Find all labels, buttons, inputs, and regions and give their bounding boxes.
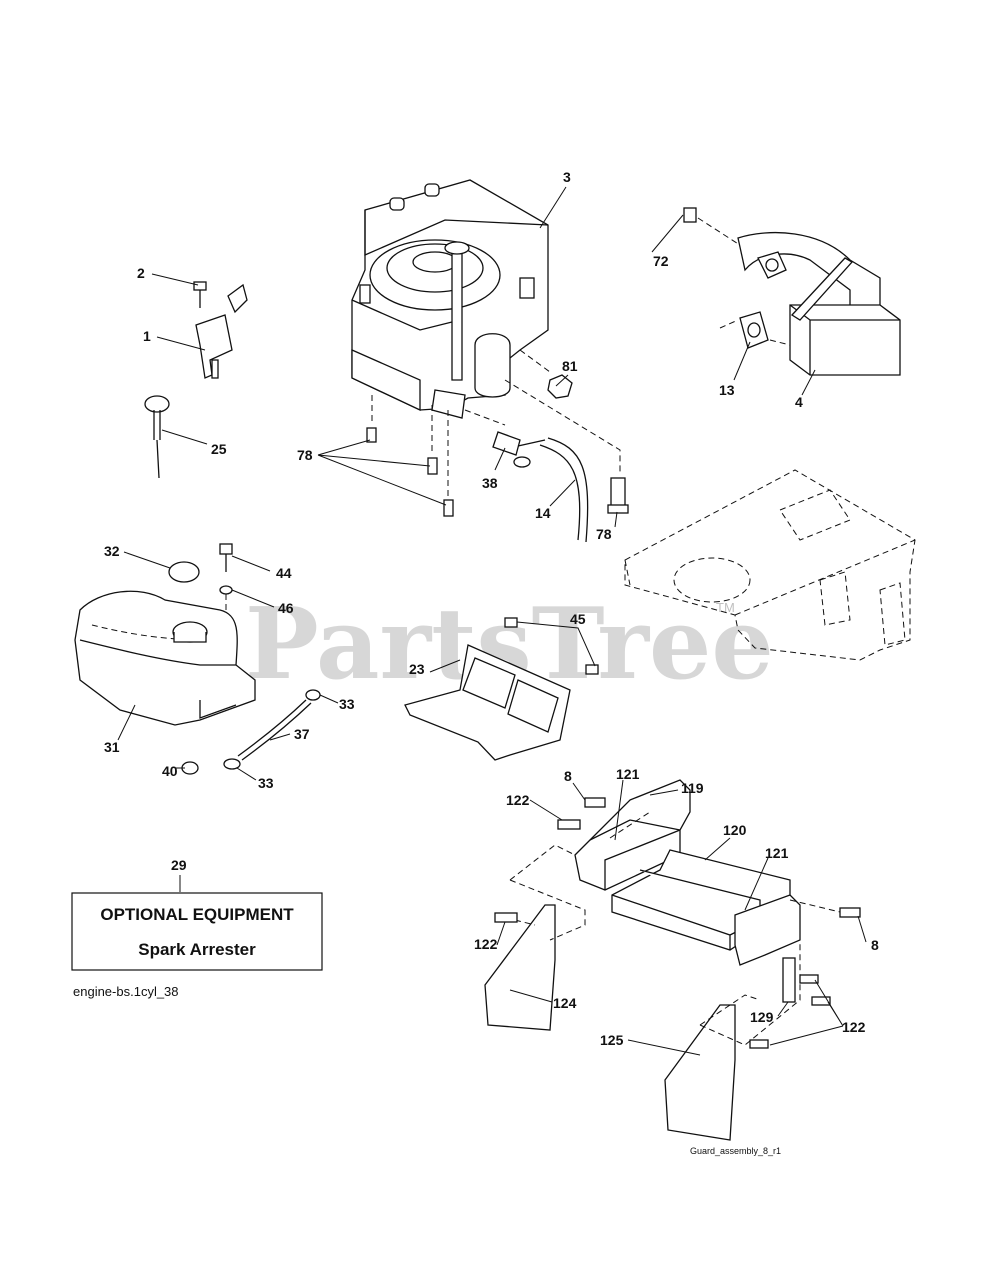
bolt-78-group[interactable] <box>366 427 629 517</box>
callout-129: 129 <box>750 1009 774 1025</box>
callout-45: 45 <box>570 611 586 627</box>
bolt-122c-group[interactable] <box>749 974 831 1049</box>
guard-caption: Guard_assembly_8_r1 <box>690 1146 781 1156</box>
callout-120: 120 <box>723 822 747 838</box>
bolt-44[interactable] <box>219 543 233 572</box>
washer-46[interactable] <box>219 585 233 595</box>
callout-121b: 121 <box>765 845 789 861</box>
engine-part[interactable] <box>351 179 549 419</box>
callout-125: 125 <box>600 1032 624 1048</box>
callout-4: 4 <box>795 394 803 410</box>
callout-37: 37 <box>294 726 310 742</box>
optional-equipment-title: OPTIONAL EQUIPMENT <box>100 905 294 924</box>
callout-122b: 122 <box>474 936 498 952</box>
callout-124: 124 <box>553 995 577 1011</box>
callout-78b: 78 <box>596 526 612 542</box>
heat-shield-23[interactable] <box>404 644 571 761</box>
callout-121a: 121 <box>616 766 640 782</box>
callout-31: 31 <box>104 739 120 755</box>
callout-33b: 33 <box>258 775 274 791</box>
watermark-tm: TM <box>716 600 735 615</box>
choke-knob-25[interactable] <box>144 395 170 479</box>
callout-119: 119 <box>681 780 704 796</box>
bolt-8b[interactable] <box>839 907 861 918</box>
tractor-frame <box>624 469 916 661</box>
callout-13: 13 <box>719 382 735 398</box>
fuel-filter-38[interactable] <box>492 431 546 468</box>
bolt-8a[interactable] <box>584 797 606 808</box>
clamp-33a[interactable] <box>305 689 321 701</box>
screw-2[interactable] <box>193 281 207 308</box>
engine-dashed-lines <box>371 349 621 500</box>
callout-32: 32 <box>104 543 120 559</box>
callout-25: 25 <box>211 441 227 457</box>
leader-lines <box>117 186 867 1056</box>
nut-81[interactable] <box>547 374 573 399</box>
callout-78a: 78 <box>297 447 313 463</box>
callout-3: 3 <box>563 169 571 185</box>
callout-23: 23 <box>409 661 425 677</box>
engine-caption: engine-bs.1cyl_38 <box>73 984 179 999</box>
callout-14: 14 <box>535 505 551 521</box>
bolt-122a[interactable] <box>557 819 581 830</box>
guard-assembly[interactable] <box>484 779 801 1141</box>
callout-38: 38 <box>482 475 498 491</box>
callout-40: 40 <box>162 763 178 779</box>
callout-72: 72 <box>653 253 669 269</box>
optional-equipment-subtitle: Spark Arrester <box>138 940 256 959</box>
callout-122a: 122 <box>506 792 530 808</box>
callout-8a: 8 <box>564 768 572 784</box>
callout-122c: 122 <box>842 1019 866 1035</box>
bolt-122b[interactable] <box>494 912 518 923</box>
clamp-33b[interactable] <box>223 758 241 770</box>
callout-33a: 33 <box>339 696 355 712</box>
throttle-control-1[interactable] <box>195 283 248 379</box>
callout-46: 46 <box>278 600 294 616</box>
callout-8b: 8 <box>871 937 879 953</box>
fuel-line-37[interactable] <box>237 699 312 761</box>
callout-81: 81 <box>562 358 578 374</box>
fuel-cap-32[interactable] <box>168 561 200 583</box>
screw-45-group[interactable] <box>504 617 599 675</box>
exhaust-muffler-4[interactable] <box>683 207 901 376</box>
optional-equipment-box: OPTIONAL EQUIPMENT Spark Arrester <box>71 892 323 971</box>
callout-labels: 3 72 2 1 13 4 81 25 78 38 14 78 32 44 46… <box>104 169 879 1048</box>
callout-2: 2 <box>137 265 145 281</box>
callout-29: 29 <box>171 857 187 873</box>
guard-dashed-lines <box>509 811 841 1046</box>
gasket-13[interactable] <box>719 311 791 349</box>
fuel-hose-14[interactable] <box>539 437 589 543</box>
fuel-tank-31[interactable] <box>74 590 256 726</box>
callout-44: 44 <box>276 565 292 581</box>
callout-1: 1 <box>143 328 151 344</box>
